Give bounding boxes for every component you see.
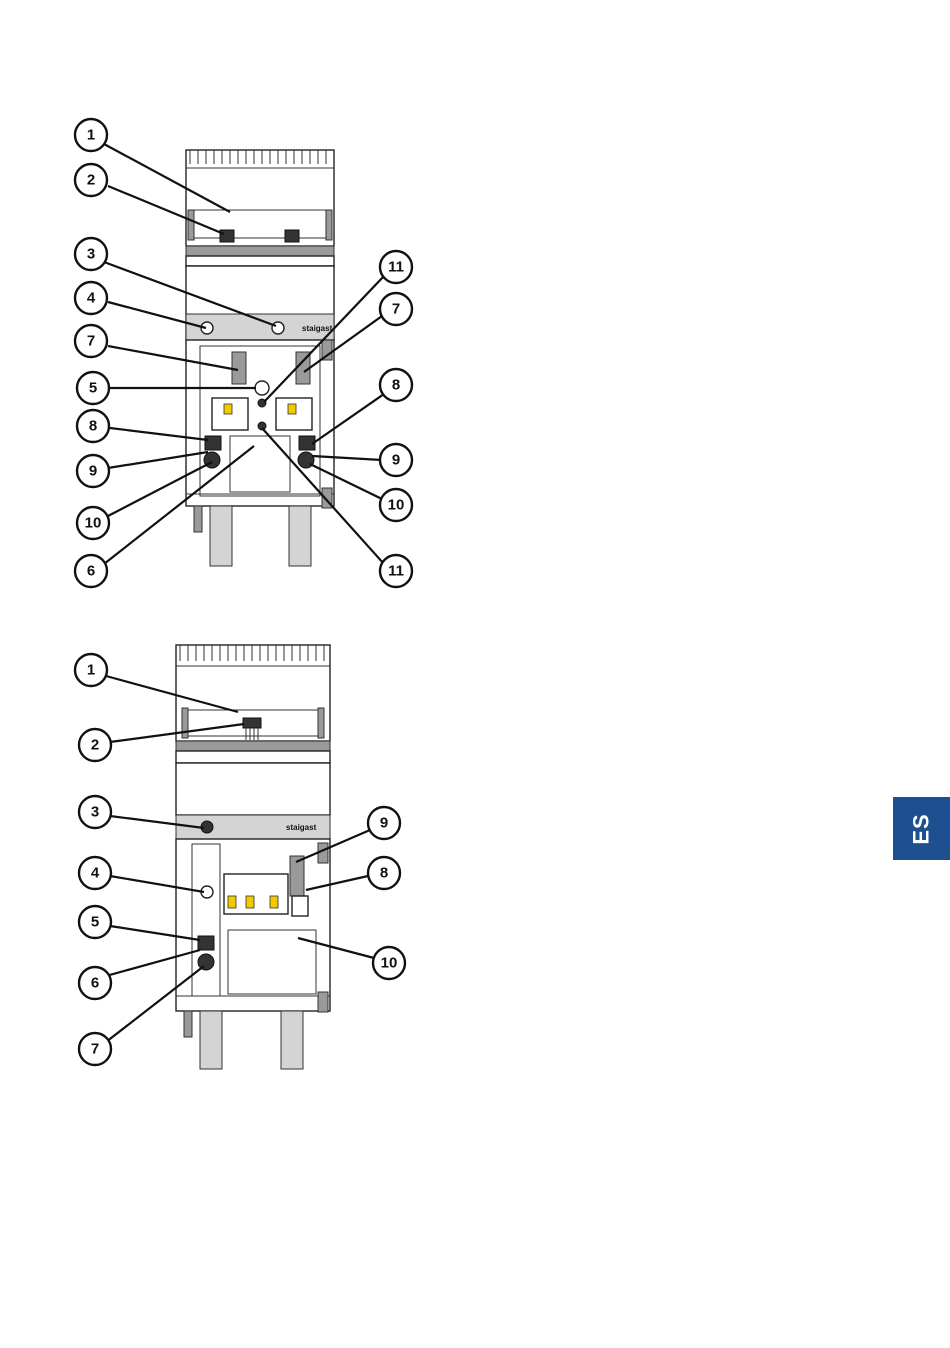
figure2-leg-left <box>200 1011 222 1069</box>
svg-text:1: 1 <box>87 662 95 679</box>
svg-text:7: 7 <box>87 333 95 350</box>
callout-2: 2 <box>79 729 111 761</box>
callout-7: 7 <box>75 325 107 357</box>
svg-text:11: 11 <box>388 563 404 580</box>
callout-8: 8 <box>368 857 400 889</box>
figure2-switch <box>198 936 214 950</box>
svg-text:4: 4 <box>91 865 100 882</box>
callout-1: 1 <box>75 119 107 151</box>
svg-text:10: 10 <box>381 955 398 972</box>
callout-8: 8 <box>77 410 109 442</box>
svg-text:8: 8 <box>89 418 97 435</box>
svg-text:5: 5 <box>89 380 97 397</box>
figure1-basket-handle-right <box>285 230 299 242</box>
svg-text:3: 3 <box>91 804 99 821</box>
callout-4: 4 <box>75 282 107 314</box>
svg-text:6: 6 <box>91 975 99 992</box>
callout-10: 10 <box>380 489 412 521</box>
callout-9: 9 <box>368 807 400 839</box>
svg-text:8: 8 <box>392 377 400 394</box>
figure1-switch-left <box>205 436 221 450</box>
svg-text:2: 2 <box>91 737 99 754</box>
figure1-gas-valve-left <box>232 352 246 384</box>
figure1-machine: staigast <box>186 150 334 566</box>
svg-text:10: 10 <box>388 497 405 514</box>
callout-11: 11 <box>380 555 412 587</box>
callout-7: 7 <box>79 1033 111 1065</box>
svg-text:9: 9 <box>392 452 400 469</box>
svg-text:4: 4 <box>87 290 96 307</box>
figure1-brand-label: staigast <box>302 324 333 333</box>
svg-text:11: 11 <box>388 259 404 276</box>
callout-6: 6 <box>79 967 111 999</box>
figure2-leg-right <box>281 1011 303 1069</box>
svg-text:8: 8 <box>380 865 388 882</box>
figure1-leg-left <box>210 506 232 566</box>
figure1-pilot-lamp-2 <box>272 322 284 334</box>
figure1-basket-handle-left <box>220 230 234 242</box>
callout-10: 10 <box>373 947 405 979</box>
callout-9: 9 <box>380 444 412 476</box>
language-tab-label: ES <box>908 813 934 844</box>
callout-4: 4 <box>79 857 111 889</box>
svg-text:1: 1 <box>87 127 95 144</box>
callout-11: 11 <box>380 251 412 283</box>
callout-1: 1 <box>75 654 107 686</box>
svg-text:2: 2 <box>87 172 95 189</box>
callout-10: 10 <box>77 507 109 539</box>
figure2-brand-label: staigast <box>286 823 317 832</box>
callout-3: 3 <box>75 238 107 270</box>
callout-9: 9 <box>77 455 109 487</box>
svg-text:7: 7 <box>392 301 400 318</box>
callout-5: 5 <box>79 906 111 938</box>
callout-8: 8 <box>380 369 412 401</box>
svg-text:7: 7 <box>91 1041 99 1058</box>
callout-6: 6 <box>75 555 107 587</box>
svg-text:10: 10 <box>85 515 102 532</box>
figure2-basket-handle <box>243 718 261 728</box>
callout-3: 3 <box>79 796 111 828</box>
callout-5: 5 <box>77 372 109 404</box>
language-tab: ES <box>893 797 950 860</box>
svg-text:3: 3 <box>87 246 95 263</box>
figure1-leg-right <box>289 506 311 566</box>
svg-text:9: 9 <box>89 463 97 480</box>
svg-text:9: 9 <box>380 815 388 832</box>
svg-text:5: 5 <box>91 914 99 931</box>
callout-7: 7 <box>380 293 412 325</box>
svg-text:6: 6 <box>87 563 95 580</box>
callout-2: 2 <box>75 164 107 196</box>
